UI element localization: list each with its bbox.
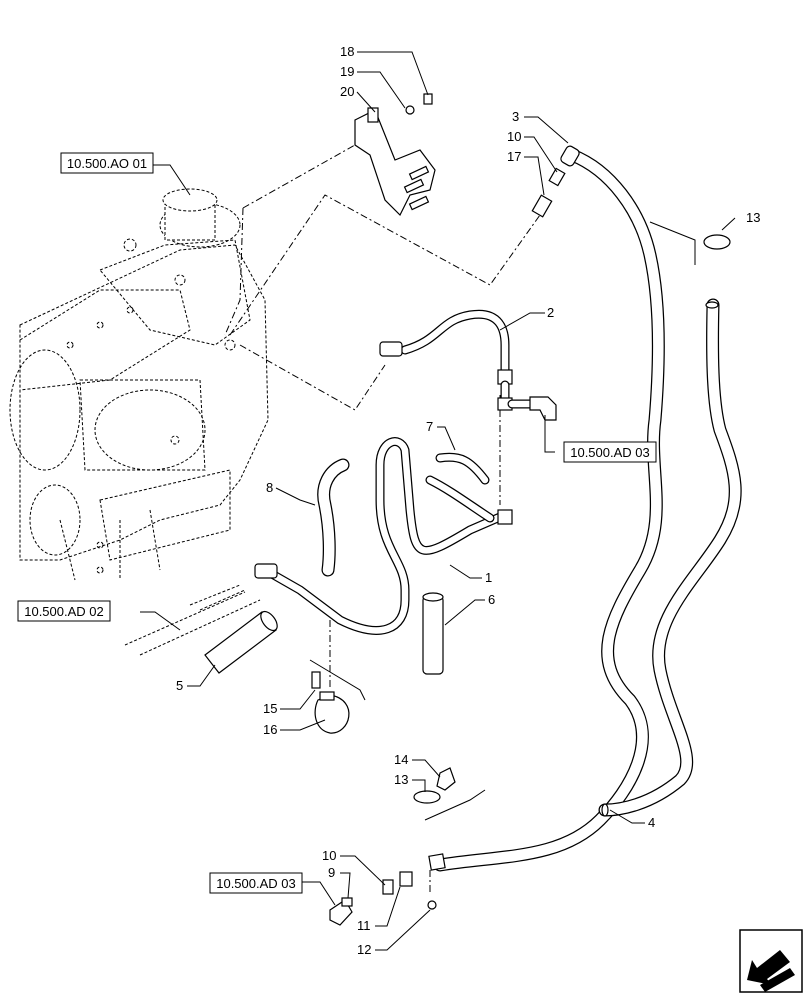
callout-10-lower: 10	[322, 848, 336, 863]
callout-11: 11	[357, 918, 371, 933]
callout-12: 12	[357, 942, 371, 957]
reference-box-ad02[interactable]: 10.500.AD 02	[17, 600, 111, 622]
reference-box-ad03-lower[interactable]: 10.500.AD 03	[209, 872, 303, 894]
view-direction-arrow-icon[interactable]	[739, 929, 803, 993]
callout-3: 3	[512, 109, 519, 124]
ref-ad03-lower-label: 10.500.AD 03	[216, 876, 296, 891]
callout-7: 7	[426, 419, 433, 434]
callout-13-lower: 13	[394, 772, 408, 787]
lower-clip	[413, 767, 456, 804]
sleeve-5	[204, 610, 278, 674]
ref-ao01-label: 10.500.AO 01	[67, 156, 147, 171]
callout-numbers: 18 19 20 3 10 17 13 2 7 8 1 6 5 15 16 14…	[176, 44, 760, 957]
callout-13-upper: 13	[746, 210, 760, 225]
upper-clamp	[703, 234, 731, 250]
callout-4: 4	[648, 815, 655, 830]
reference-box-ad03-upper[interactable]: 10.500.AD 03	[563, 441, 657, 463]
callout-18: 18	[340, 44, 354, 59]
strap-clamp	[311, 671, 350, 734]
pipe-1	[254, 437, 513, 635]
callout-17: 17	[507, 149, 521, 164]
callout-9: 9	[328, 865, 335, 880]
mounting-bracket	[354, 93, 436, 217]
hose-7	[435, 452, 490, 485]
hose-4	[598, 298, 742, 817]
callout-2: 2	[547, 305, 554, 320]
callout-19: 19	[340, 64, 354, 79]
callout-5: 5	[176, 678, 183, 693]
callout-14: 14	[394, 752, 408, 767]
callout-10-upper: 10	[507, 129, 521, 144]
cable-bundle	[124, 584, 261, 656]
leader-lines	[224, 144, 541, 895]
pipe-2	[379, 309, 557, 421]
hose-8	[317, 458, 350, 577]
hose-3	[433, 145, 665, 872]
reference-box-ao01[interactable]: 10.500.AO 01	[60, 152, 154, 174]
callout-1: 1	[485, 570, 492, 585]
ref-ad03-upper-label: 10.500.AD 03	[570, 445, 650, 460]
callout-leaders	[140, 51, 736, 951]
lower-fittings	[329, 853, 446, 926]
callout-16: 16	[263, 722, 277, 737]
ref-ad02-label: 10.500.AD 02	[24, 604, 104, 619]
engine-assembly	[9, 188, 269, 581]
section-marks	[309, 221, 696, 821]
callout-15: 15	[263, 701, 277, 716]
callout-6: 6	[488, 592, 495, 607]
callout-8: 8	[266, 480, 273, 495]
sleeve-6	[422, 592, 444, 675]
callout-20: 20	[340, 84, 354, 99]
